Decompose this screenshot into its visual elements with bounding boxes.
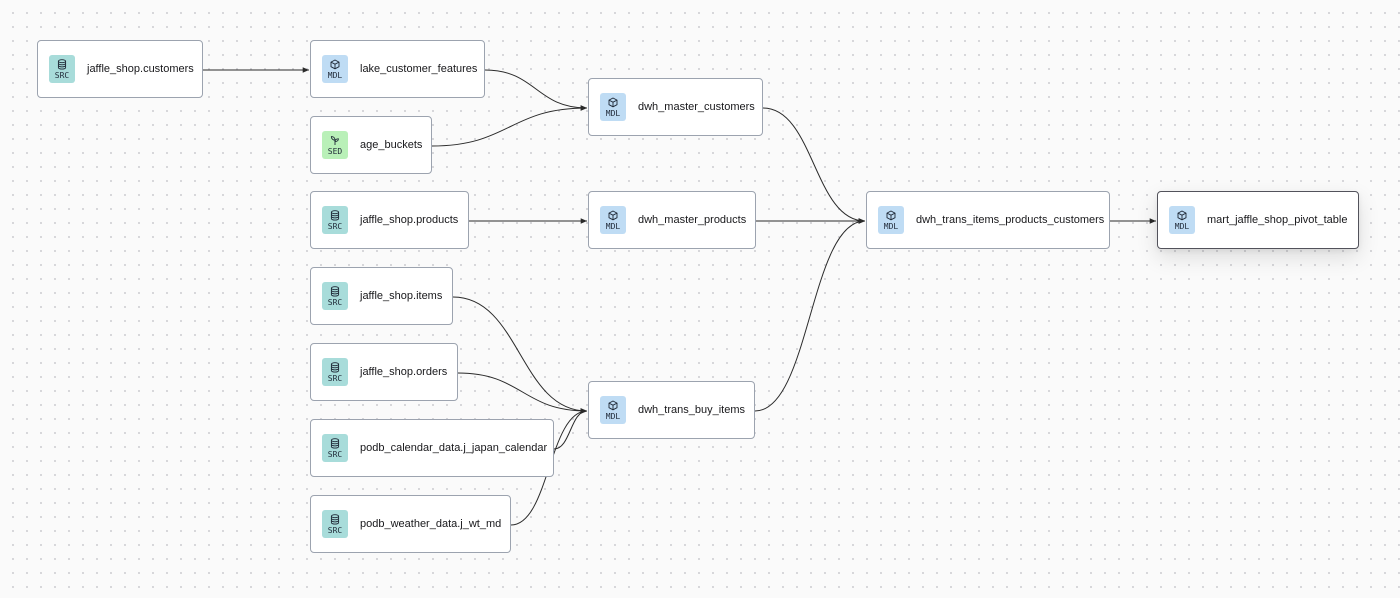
node-type-badge: MDL [878, 206, 904, 234]
node-dwh-master-products[interactable]: MDL dwh_master_products [588, 191, 756, 249]
node-type-badge: MDL [600, 206, 626, 234]
node-jaffle-shop-products[interactable]: SRC jaffle_shop.products [310, 191, 469, 249]
node-type-badge: MDL [322, 55, 348, 83]
node-type-label: SRC [327, 373, 343, 383]
node-type-badge: MDL [1169, 206, 1195, 234]
node-label: jaffle_shop.items [360, 290, 443, 302]
node-label: jaffle_shop.orders [360, 366, 448, 378]
node-dwh-master-customers[interactable]: MDL dwh_master_customers [588, 78, 763, 136]
database-icon [330, 285, 340, 298]
node-jaffle-shop-items[interactable]: SRC jaffle_shop.items [310, 267, 453, 325]
node-label: dwh_master_products [638, 214, 747, 226]
node-type-label: MDL [883, 221, 899, 231]
node-type-label: SED [327, 146, 343, 156]
node-type-label: SRC [54, 70, 70, 80]
node-type-label: MDL [605, 221, 621, 231]
node-type-badge: SED [322, 131, 348, 159]
database-icon [330, 513, 340, 526]
database-icon [330, 361, 340, 374]
node-label: lake_customer_features [360, 63, 478, 75]
node-label: podb_calendar_data.j_japan_calendar [360, 442, 548, 454]
node-lake-customer-features[interactable]: MDL lake_customer_features [310, 40, 485, 98]
node-type-label: SRC [327, 297, 343, 307]
cube-icon [886, 210, 896, 222]
node-jaffle-shop-customers[interactable]: SRC jaffle_shop.customers [37, 40, 203, 98]
node-type-badge: SRC [322, 206, 348, 234]
node-dwh-trans-buy-items[interactable]: MDL dwh_trans_buy_items [588, 381, 755, 439]
cube-icon [608, 97, 618, 109]
node-jaffle-shop-orders[interactable]: SRC jaffle_shop.orders [310, 343, 458, 401]
cube-icon [608, 210, 618, 222]
database-icon [330, 209, 340, 222]
node-type-badge: MDL [600, 93, 626, 121]
cube-icon [608, 400, 618, 412]
node-label: dwh_trans_buy_items [638, 404, 746, 416]
node-type-label: MDL [1174, 221, 1190, 231]
node-age-buckets[interactable]: SED age_buckets [310, 116, 432, 174]
node-type-badge: SRC [49, 55, 75, 83]
cube-icon [330, 59, 340, 71]
node-type-badge: SRC [322, 358, 348, 386]
node-label: dwh_trans_items_products_customers [916, 214, 1105, 226]
edge-lake-customer-features-to-dwh-master-customers [484, 69, 588, 111]
node-label: jaffle_shop.products [360, 214, 459, 226]
cube-icon [1177, 210, 1187, 222]
node-mart-jaffle-shop-pivot-table[interactable]: MDL mart_jaffle_shop_pivot_table [1157, 191, 1359, 249]
node-label: jaffle_shop.customers [87, 63, 194, 75]
edge-age-buckets-to-dwh-master-customers [431, 105, 588, 147]
node-type-badge: SRC [322, 282, 348, 310]
node-type-label: SRC [327, 221, 343, 231]
node-label: mart_jaffle_shop_pivot_table [1207, 214, 1348, 226]
database-icon [330, 437, 340, 450]
edge-jaffle-shop-orders-to-dwh-trans-buy-items [457, 372, 588, 414]
node-label: podb_weather_data.j_wt_md [360, 518, 502, 530]
node-type-badge: MDL [600, 396, 626, 424]
node-type-label: SRC [327, 525, 343, 535]
edge-podb-calendar-to-dwh-trans-buy-items [553, 408, 588, 450]
node-type-label: MDL [605, 108, 621, 118]
node-podb-weather[interactable]: SRC podb_weather_data.j_wt_md [310, 495, 511, 553]
node-type-label: MDL [605, 411, 621, 421]
node-type-label: SRC [327, 449, 343, 459]
edge-jaffle-shop-items-to-dwh-trans-buy-items [452, 296, 588, 414]
node-type-badge: SRC [322, 510, 348, 538]
node-type-badge: SRC [322, 434, 348, 462]
database-icon [57, 58, 67, 71]
node-label: age_buckets [360, 139, 423, 151]
node-type-label: MDL [327, 70, 343, 80]
node-podb-calendar[interactable]: SRC podb_calendar_data.j_japan_calendar [310, 419, 554, 477]
node-dwh-trans-items-products-customers[interactable]: MDL dwh_trans_items_products_customers [866, 191, 1110, 249]
sprout-icon [330, 135, 340, 147]
edge-dwh-trans-buy-items-to-dwh-trans-items-products-customers [754, 218, 866, 412]
node-label: dwh_master_customers [638, 101, 755, 113]
edge-dwh-master-customers-to-dwh-trans-items-products-customers [762, 107, 866, 224]
